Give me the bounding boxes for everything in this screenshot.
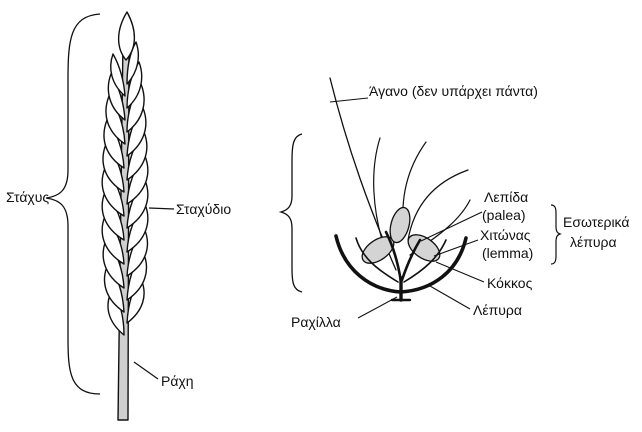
spikelets-right xyxy=(127,42,148,323)
label-palea: (palea) xyxy=(482,207,526,223)
leader-kokkos xyxy=(436,262,484,282)
awn-1 xyxy=(374,138,385,250)
right-leaders xyxy=(330,98,484,318)
spikelet-brace xyxy=(281,134,302,292)
leader-lepyra xyxy=(430,286,470,309)
label-kokkos: Κόκκος xyxy=(487,275,532,291)
wheat-ear xyxy=(102,12,148,420)
leader-raxilla xyxy=(358,297,397,318)
inner-husk-brace xyxy=(551,205,560,264)
ear-brace xyxy=(46,14,100,394)
awn-3 xyxy=(408,170,468,240)
label-lepyra: Λέπυρα xyxy=(473,302,522,318)
label-lemma: (lemma) xyxy=(482,245,533,261)
leader-chitonas xyxy=(434,240,478,256)
leader-stachydio xyxy=(149,208,174,209)
spikelet-section xyxy=(330,78,470,300)
label-agano: Άγανο (δεν υπάρχει πάντα) xyxy=(369,83,538,99)
label-rachi: Ράχη xyxy=(161,373,194,389)
leader-rachi xyxy=(134,362,158,379)
label-eswterika: Εσωτερικά xyxy=(563,214,629,230)
label-raxilla: Ραχίλλα xyxy=(291,314,341,330)
label-chitonas: Χιτώνας xyxy=(480,227,531,243)
leader-lepida xyxy=(421,212,482,241)
label-stachys: Στάχυς xyxy=(6,189,49,205)
label-lepida: Λεπίδα xyxy=(484,189,528,205)
label-lepyra-inner: λέπυρα xyxy=(570,234,617,250)
label-stachydio: Σταχύδιο xyxy=(176,201,231,217)
